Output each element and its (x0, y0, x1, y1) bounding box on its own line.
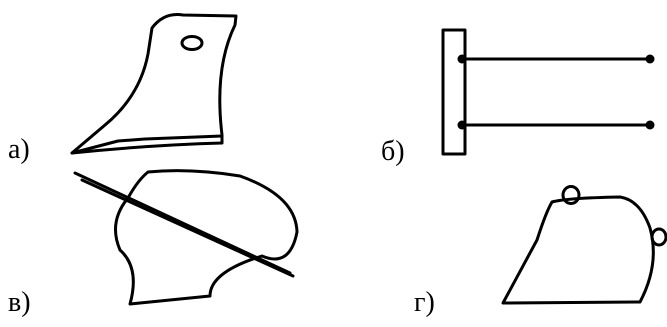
vertical-bar-b (441, 28, 467, 156)
lower-rod-joint-b (457, 120, 467, 130)
mounting-hole-a (180, 35, 204, 51)
upper-rod-joint-b (457, 54, 467, 64)
bar-with-rods-b (441, 28, 652, 156)
side-knob-g (650, 227, 667, 247)
rod-upper-line-v (73, 171, 292, 275)
blade-shape-a (70, 13, 238, 155)
label-b: б) (381, 136, 405, 167)
disc-shape-v (73, 169, 299, 306)
lower-rod-end-b (645, 120, 655, 130)
label-a: а) (8, 134, 30, 165)
tooth-shape-g (501, 185, 667, 305)
label-g: г) (414, 287, 435, 318)
top-knob-g (561, 185, 581, 205)
label-v: в) (8, 287, 31, 318)
upper-rod-end-b (645, 54, 655, 64)
rod-lower-line-v (80, 178, 295, 278)
